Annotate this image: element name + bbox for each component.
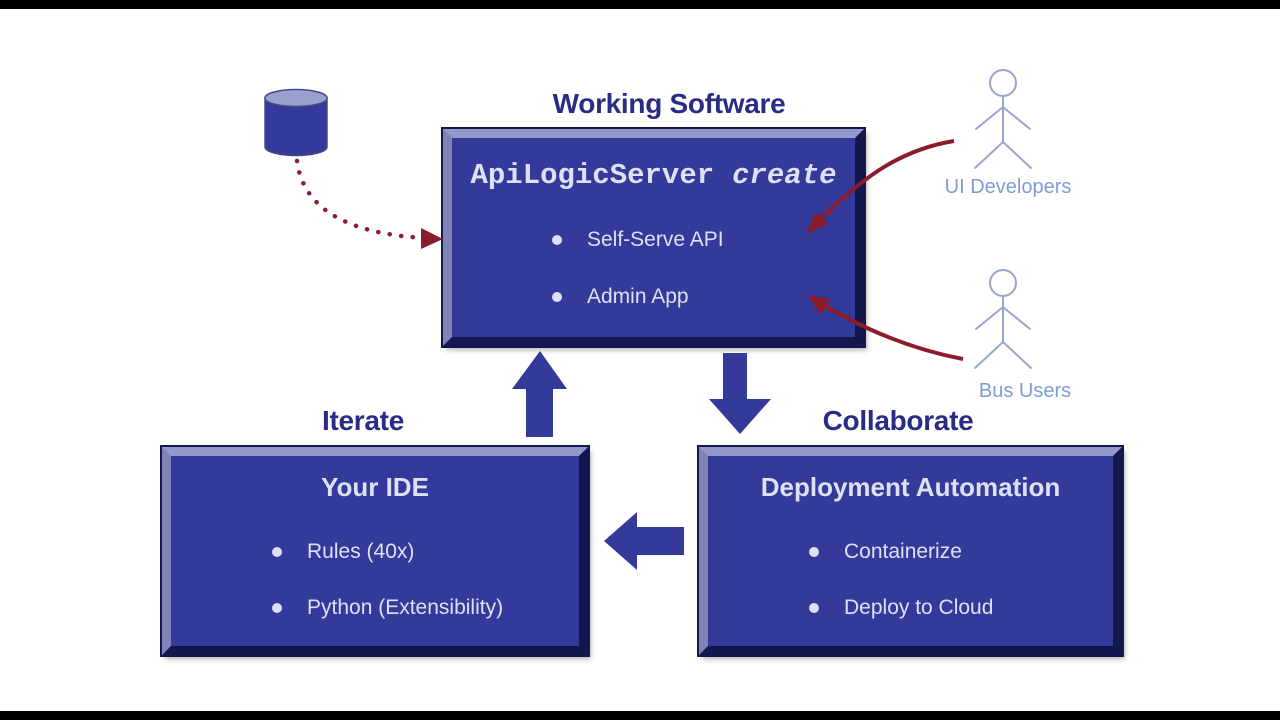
collaborate-label: Collaborate	[822, 405, 974, 436]
bullet-deploy-to-cloud: Deploy to Cloud	[809, 593, 993, 623]
bus-users-person-icon	[974, 269, 1032, 369]
command-argument: create	[732, 159, 837, 192]
bullet-label: Admin App	[587, 285, 689, 308]
letterbox-bottom-bar	[0, 711, 1280, 720]
your-ide-box: Your IDE Rules (40x) Python (Extensibili…	[160, 445, 590, 657]
bullet-label: Deploy to Cloud	[844, 596, 994, 619]
bullet-dot-icon	[552, 235, 562, 245]
bullet-dot-icon	[272, 603, 282, 613]
bullet-dot-icon	[809, 547, 819, 557]
bullet-dot-icon	[809, 603, 819, 613]
bullet-label: Rules (40x)	[307, 540, 415, 563]
bullet-containerize: Containerize	[809, 537, 962, 567]
bullet-python: Python (Extensibility)	[272, 593, 503, 623]
deployment-automation-heading: Deployment Automation	[760, 472, 1061, 502]
working-software-title: Working Software	[552, 88, 786, 119]
bullet-label: Python (Extensibility)	[307, 596, 504, 619]
letterbox-top-bar	[0, 0, 1280, 9]
bullet-dot-icon	[552, 292, 562, 302]
api-logic-server-command: ApiLogicServer create	[452, 159, 855, 193]
arrow-left-icon	[604, 512, 684, 570]
bullet-dot-icon	[272, 547, 282, 557]
deployment-automation-box: Deployment Automation Containerize Deplo…	[697, 445, 1124, 657]
bullet-admin-app: Admin App	[552, 282, 689, 312]
arrow-up-icon	[512, 351, 567, 437]
bullet-label: Self-Serve API	[587, 228, 724, 251]
bullet-self-serve-api: Self-Serve API	[552, 225, 724, 255]
dotted-curved-arrow-icon	[294, 158, 443, 249]
bullet-rules: Rules (40x)	[272, 537, 414, 567]
working-software-box: ApiLogicServer create Self-Serve API Admi…	[441, 127, 866, 348]
iterate-label: Iterate	[322, 405, 404, 436]
your-ide-heading: Your IDE	[321, 472, 429, 502]
database-icon	[264, 88, 328, 157]
bus-users-label: Bus Users	[978, 380, 1072, 402]
ui-developers-label: UI Developers	[944, 176, 1072, 198]
bullet-label: Containerize	[844, 540, 962, 563]
ui-developers-person-icon	[974, 69, 1032, 169]
command-name: ApiLogicServer	[470, 159, 715, 192]
arrow-down-icon	[709, 353, 771, 434]
